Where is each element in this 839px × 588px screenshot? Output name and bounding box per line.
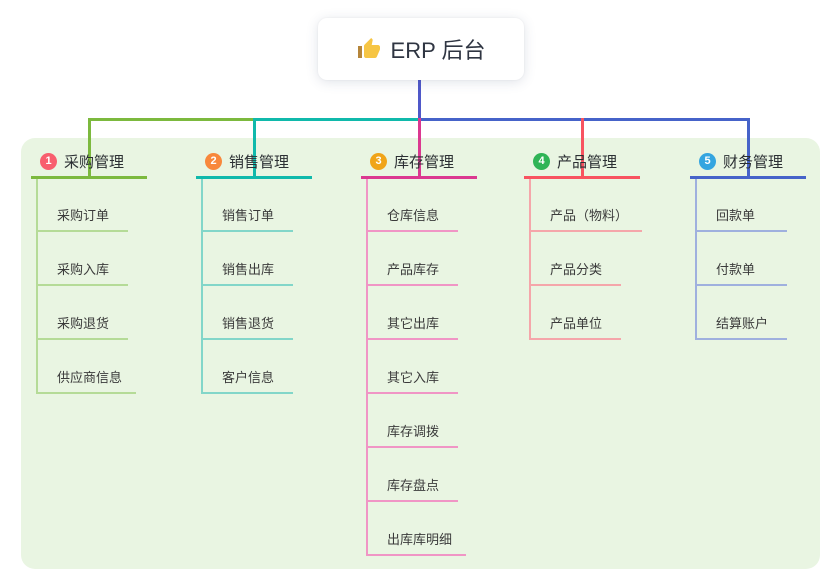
branch-node[interactable]: 1 采购管理 <box>31 146 147 179</box>
branch-node[interactable]: 4 产品管理 <box>524 146 640 179</box>
child-node[interactable]: 库存调拨 <box>366 415 458 448</box>
branch-label: 采购管理 <box>64 153 125 171</box>
children-connector-line <box>695 179 697 340</box>
branch-label: 库存管理 <box>394 153 455 171</box>
thumbs-up-icon <box>357 37 381 61</box>
bus-line <box>418 118 750 121</box>
child-node[interactable]: 产品单位 <box>529 307 621 340</box>
child-node[interactable]: 仓库信息 <box>366 199 458 232</box>
child-node[interactable]: 供应商信息 <box>36 361 137 394</box>
child-node[interactable]: 销售退货 <box>201 307 293 340</box>
children-connector-line <box>529 179 531 340</box>
branch-number-badge: 1 <box>40 152 57 170</box>
bus-line <box>88 118 256 121</box>
branch-label: 财务管理 <box>723 153 784 171</box>
branch-label: 销售管理 <box>229 153 290 171</box>
child-node[interactable]: 库存盘点 <box>366 469 458 502</box>
child-node[interactable]: 产品（物料） <box>529 199 643 232</box>
child-node[interactable]: 付款单 <box>695 253 787 286</box>
child-node[interactable]: 采购入库 <box>36 253 128 286</box>
branch-node[interactable]: 5 财务管理 <box>690 146 806 179</box>
child-node[interactable]: 采购订单 <box>36 199 128 232</box>
children-connector-line <box>201 179 203 394</box>
bus-line <box>253 118 421 121</box>
branch-number-badge: 2 <box>205 152 222 170</box>
branch-number-badge: 3 <box>370 152 387 170</box>
child-node[interactable]: 出库库明细 <box>366 523 467 556</box>
root-node[interactable]: ERP 后台 <box>318 18 524 80</box>
branch-label: 产品管理 <box>557 153 618 171</box>
branch-node[interactable]: 2 销售管理 <box>196 146 312 179</box>
children-connector-line <box>366 179 368 556</box>
child-node[interactable]: 销售订单 <box>201 199 293 232</box>
root-connector-line <box>418 80 421 121</box>
child-node[interactable]: 产品库存 <box>366 253 458 286</box>
child-node[interactable]: 产品分类 <box>529 253 621 286</box>
branch-number-badge: 4 <box>533 152 550 170</box>
child-node[interactable]: 回款单 <box>695 199 787 232</box>
branch-connector-line <box>253 118 256 179</box>
branch-connector-line <box>747 118 750 179</box>
child-node[interactable]: 其它入库 <box>366 361 458 394</box>
root-node-label: ERP 后台 <box>390 38 486 63</box>
child-node[interactable]: 销售出库 <box>201 253 293 286</box>
branch-connector-line <box>581 118 584 179</box>
branch-connector-line <box>88 118 91 179</box>
branch-connector-line <box>418 118 421 179</box>
branch-node[interactable]: 3 库存管理 <box>361 146 477 179</box>
branch-number-badge: 5 <box>699 152 716 170</box>
child-node[interactable]: 采购退货 <box>36 307 128 340</box>
branches-panel <box>21 138 820 569</box>
child-node[interactable]: 客户信息 <box>201 361 293 394</box>
child-node[interactable]: 结算账户 <box>695 307 787 340</box>
children-connector-line <box>36 179 38 394</box>
child-node[interactable]: 其它出库 <box>366 307 458 340</box>
